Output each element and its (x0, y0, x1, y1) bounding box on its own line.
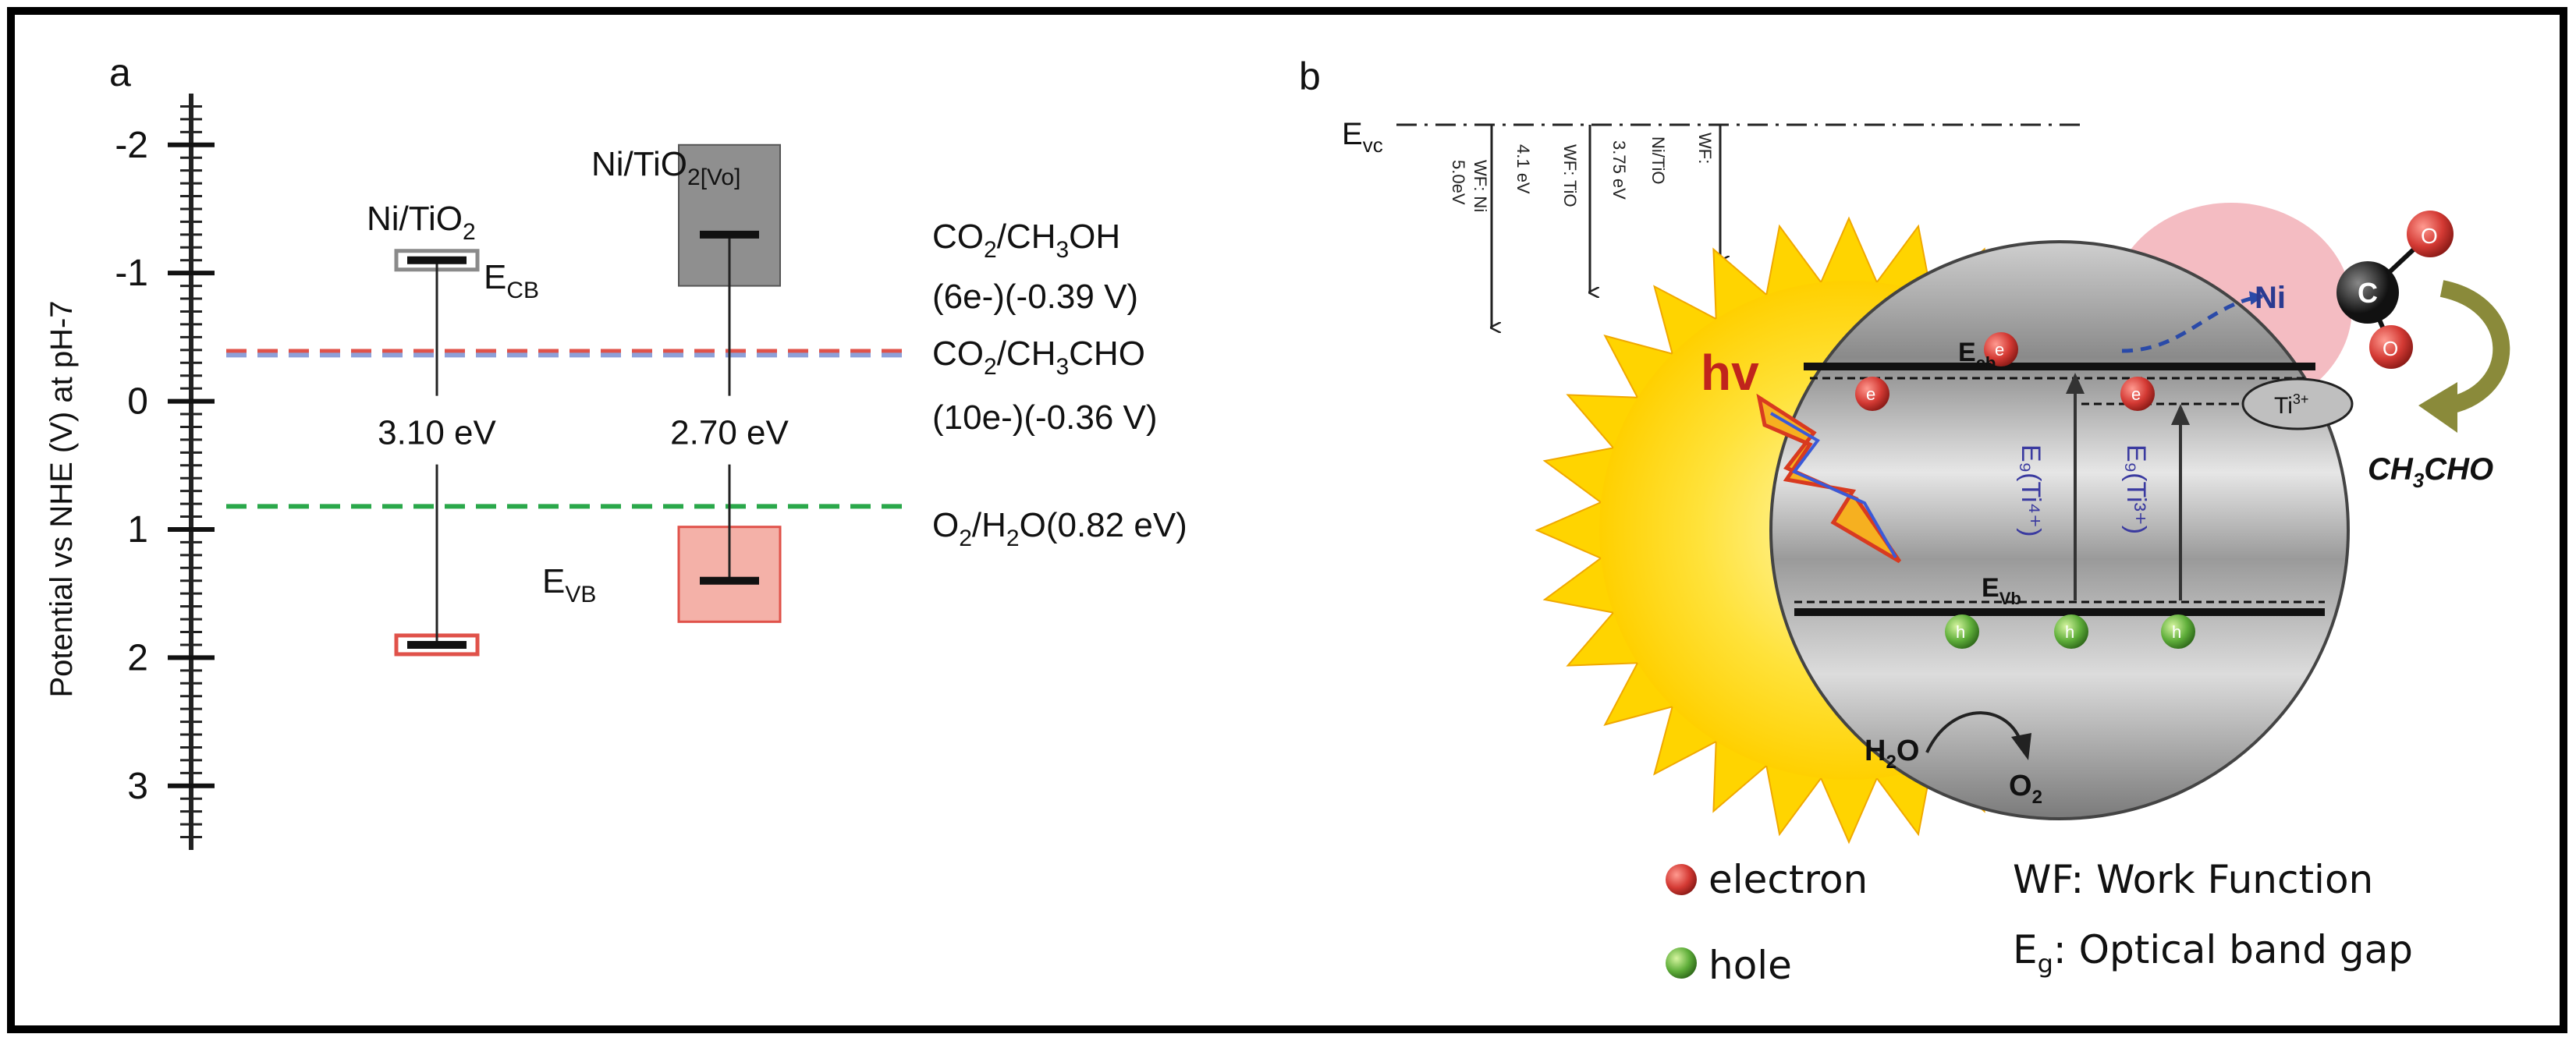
o2-label: O2 (2009, 770, 2042, 808)
hv-label: hv (1701, 345, 1759, 401)
y-axis-major-ticks: -2 -1 0 1 2 3 (115, 125, 215, 807)
y-axis-minor-ticks (180, 104, 202, 839)
evb-label: EVB (542, 562, 596, 607)
band-gap-label: 3.10 eV (378, 414, 496, 452)
legend-electron-label: electron (1708, 857, 1868, 902)
oxygen-atom-top (2407, 211, 2454, 257)
wf-label-wf: WF: (1695, 133, 1715, 164)
work-function-labels: 5.0eV WF: Ni 4.1 eV WF: TiO 3.75 eV Ni/T… (1449, 133, 1715, 212)
oxygen-label-bottom: O (2383, 337, 2398, 360)
hole (2054, 614, 2088, 649)
wf-label-4-1eV: 4.1 eV (1513, 144, 1533, 194)
material-1: 3.10 eV (378, 249, 496, 657)
ecb-sphere-label: Ecb (1958, 338, 1996, 373)
evac-label: Evc (1342, 117, 1383, 157)
electron-mark: e (1995, 340, 2004, 359)
y-tick-label: 3 (127, 766, 148, 807)
eg-arrow-ti3-head (2171, 404, 2190, 425)
wf-label-5eV: 5.0eV (1449, 160, 1468, 205)
legend-electron-swatch (1666, 864, 1697, 895)
ecb-label: ECB (484, 258, 539, 303)
material-bands: 3.10 eV 2.70 eV (378, 143, 789, 657)
y-tick-label: -1 (115, 253, 148, 294)
material-1-name: Ni/TiO2 (367, 200, 476, 245)
wf-label-ni-tio2: Ni/TiO (1648, 136, 1668, 185)
redox-detail-co2-ch3cho: (10e-)(-0.36 V) (932, 398, 1158, 437)
panel-a-label: a (109, 51, 131, 94)
light-bolt-highlight (1769, 412, 1897, 558)
redox-potential-lines (226, 349, 913, 509)
redox-detail-co2-ch3oh: (6e-)(-0.39 V) (932, 278, 1138, 316)
y-tick-label: 1 (127, 509, 148, 551)
y-tick-label: 2 (127, 637, 148, 678)
electron (1855, 377, 1889, 411)
oxygen-label-top: O (2421, 224, 2438, 248)
redox-label-co2-ch3cho: CO2/CH3CHO (932, 335, 1145, 380)
ti3-state (2241, 377, 2354, 430)
product-curved-arrow-head (2418, 382, 2457, 433)
ni-label: Ni (2255, 281, 2286, 315)
electron-mark: e (1866, 384, 1875, 404)
hole-mark: h (2065, 622, 2074, 642)
product-curved-arrow (2439, 280, 2510, 414)
electron-transfer-arrow (2121, 291, 2264, 353)
electron (2120, 377, 2155, 411)
tio2-sphere (1769, 240, 2350, 820)
legend-hole-label: hole (1708, 943, 1792, 988)
hole-mark: h (2172, 622, 2181, 642)
panel-b-label: b (1299, 55, 1321, 98)
light-bolt (1756, 393, 1902, 564)
wf-label-3-75eV: 3.75 eV (1609, 140, 1629, 200)
electrons: e e e (1855, 332, 2155, 411)
work-function-arrows (1492, 125, 1720, 328)
water-oxidation-arrow (1925, 711, 2022, 753)
legend: electron hole WF: Work Function Eg: Opti… (1666, 857, 2413, 988)
evb-sphere-label: EVb (1982, 573, 2021, 608)
water-oxidation-arrow-head (2011, 733, 2031, 760)
outer-border (7, 7, 2567, 1033)
band-gap-label: 2.70 eV (670, 414, 789, 452)
ch3cho-label: CH3CHO (2368, 452, 2493, 492)
legend-eg-label: Eg: Optical band gap (2013, 927, 2413, 979)
redox-label-co2-ch3oh: CO2/CH3OH (932, 218, 1120, 263)
wf-label-ni: WF: Ni (1471, 160, 1490, 212)
legend-wf-label: WF: Work Function (2013, 857, 2373, 902)
redox-label-o2-h2o: O2/H2O(0.82 eV) (932, 506, 1187, 551)
wf-label-tio2: WF: TiO (1560, 144, 1580, 207)
carbon-label: C (2358, 277, 2378, 309)
hole (1945, 614, 1979, 649)
eg-label-ti4: E₉(Ti⁴⁺) (2016, 444, 2046, 536)
y-tick-label: 0 (127, 381, 148, 423)
panel-b-mechanism: b Evc 5.0eV WF: Ni 4.1 eV WF: TiO 3.75 e… (1299, 55, 2510, 988)
material-2: 2.70 eV (670, 143, 789, 623)
electron-mark: e (2131, 384, 2141, 404)
hole (2161, 614, 2195, 649)
oxygen-atom-bottom (2369, 325, 2413, 369)
electron (1984, 332, 2018, 366)
ti3-label: Ti3+ (2274, 391, 2308, 419)
y-tick-label: -2 (115, 125, 148, 166)
legend-hole-swatch (1666, 947, 1697, 979)
eg-label-ti3: E₉(Ti³⁺) (2121, 444, 2151, 534)
carbon-atom (2336, 261, 2399, 324)
sphere-bands (1794, 363, 2325, 616)
y-axis-title: Potential vs NHE (V) at pH-7 (44, 300, 79, 697)
material-2-name: Ni/TiO2[Vo] (591, 145, 740, 190)
h2o-label: H2O (1865, 735, 1919, 773)
eg-arrow-ti4-head (2066, 373, 2085, 394)
hole-mark: h (1956, 622, 1965, 642)
